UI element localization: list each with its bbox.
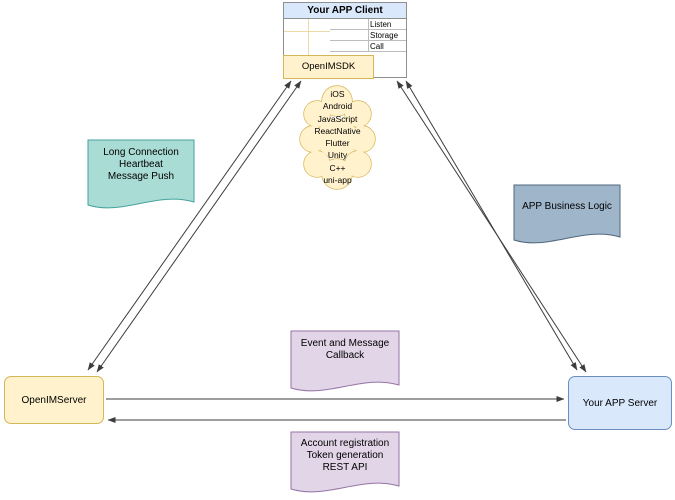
note-line: Heartbeat [119, 159, 163, 170]
platform-item: Flutter [325, 138, 350, 149]
platform-item: uni-app [323, 175, 352, 186]
long-connection-note-shape [87, 139, 195, 209]
client-box-body: Listen Storage Call OpenIMSDK [283, 19, 406, 79]
platform-cloud-shape [299, 85, 376, 190]
note-line: Message Push [107, 171, 175, 182]
note-line: Token generation [306, 450, 384, 461]
arrow-openimserver-client-2 [96, 80, 302, 373]
client-box-title: Your APP Client [284, 3, 406, 19]
note-line: Callback [325, 350, 365, 361]
arrow-client-appserver-2 [396, 80, 587, 373]
business-logic-note-shape [513, 184, 621, 244]
platform-item: ReactNative [314, 125, 361, 136]
rest-api-note-shape [290, 431, 400, 493]
note-line: APP Business Logic [522, 201, 612, 212]
platform-item: C++ [329, 162, 346, 173]
arrow-openimserver-client-1 [87, 80, 292, 371]
rest-api-note: Account registration Token generation RE… [291, 438, 399, 474]
platform-item: iOS [330, 89, 345, 99]
platform-item: JavaScript [317, 113, 358, 124]
openim-server-box: OpenIMServer [4, 376, 104, 424]
openimsdk-box: OpenIMSDK [283, 55, 374, 79]
note-line: Event and Message [300, 338, 390, 349]
client-grid-line-v [308, 19, 309, 56]
callback-note-shape [290, 330, 400, 392]
client-grid-line-h [284, 31, 330, 32]
app-server-box: Your APP Server [568, 376, 672, 430]
platform-cloud-list: iOS Android JavaScript ReactNative Flutt… [290, 88, 385, 186]
client-box: Your APP Client Listen Storage Call Open… [283, 2, 407, 79]
business-logic-note: APP Business Logic [514, 201, 620, 213]
note-line: Long Connection [103, 147, 179, 158]
callback-note: Event and Message Callback [291, 338, 399, 362]
platform-item: Android [322, 101, 353, 112]
note-line: Account registration [300, 438, 390, 449]
platform-item: Unity [327, 150, 348, 161]
client-rows-divider [368, 19, 369, 52]
note-line: REST API [322, 462, 368, 473]
long-connection-note: Long Connection Heartbeat Message Push [88, 147, 194, 183]
